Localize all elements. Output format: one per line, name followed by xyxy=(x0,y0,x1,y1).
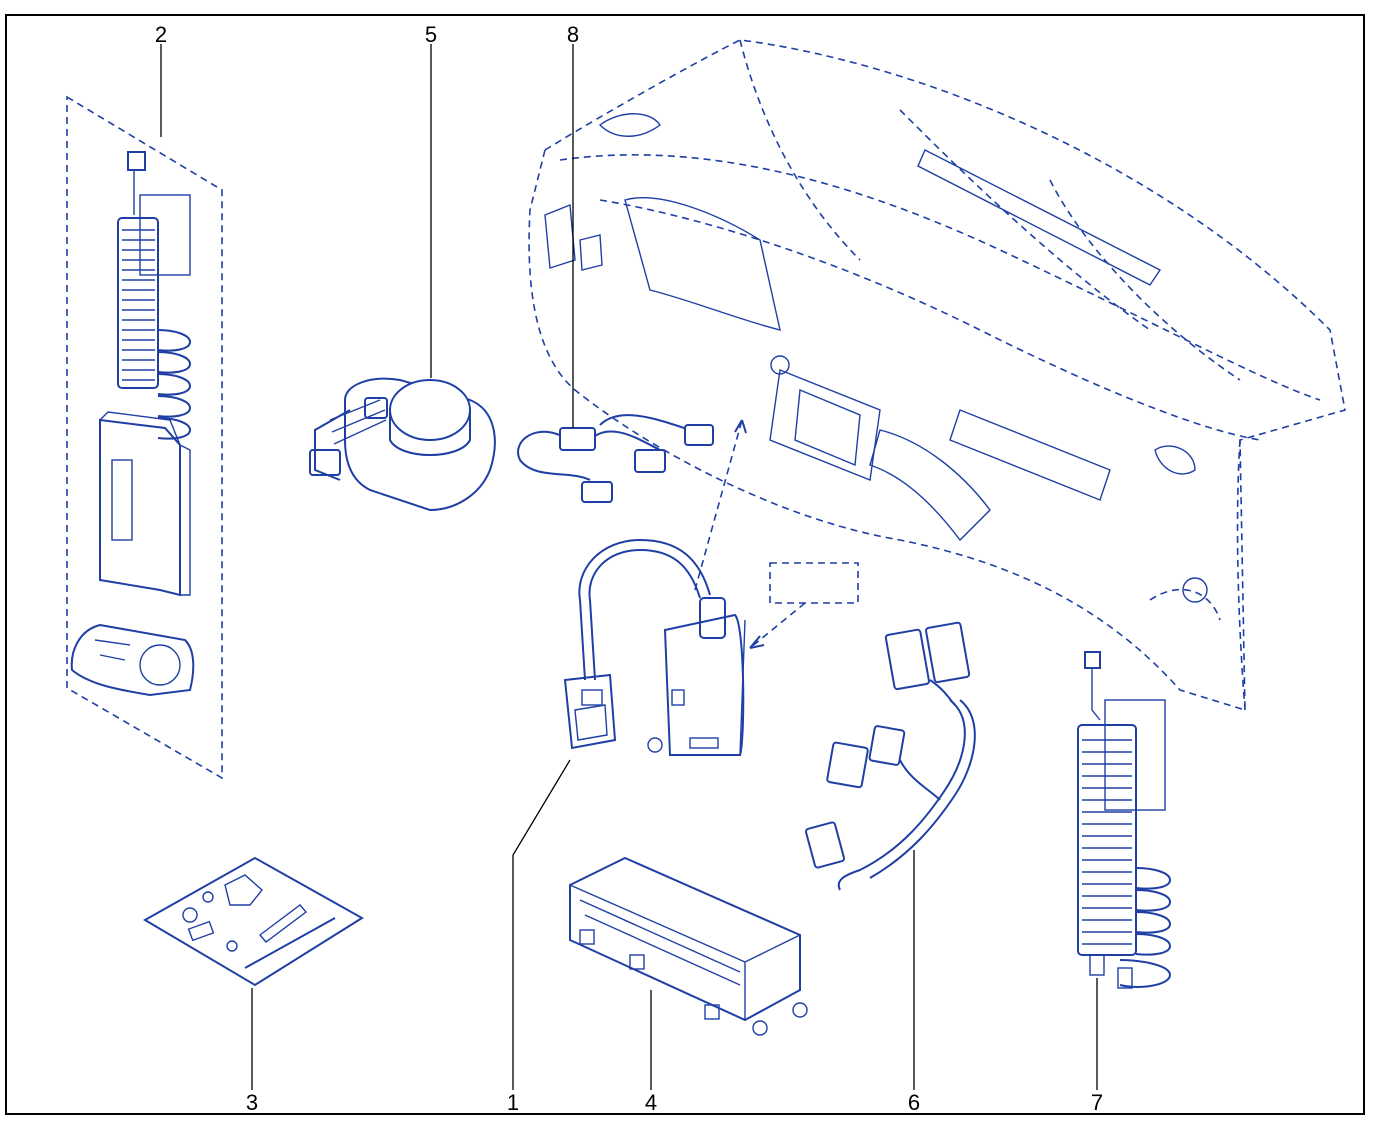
part-5-siren xyxy=(309,377,496,512)
part-2-assembly xyxy=(66,95,223,780)
callout-5: 5 xyxy=(424,22,438,47)
callout-2: 2 xyxy=(154,22,168,47)
callout-8: 8 xyxy=(566,22,580,47)
part-3-kit-bag xyxy=(142,856,364,987)
leader-lines xyxy=(160,44,1098,1090)
callout-3: 3 xyxy=(245,1090,259,1115)
part-6-harness xyxy=(805,621,976,891)
part-4-control-box xyxy=(569,856,808,1036)
part-7-antenna xyxy=(1077,651,1172,989)
part-8-harness xyxy=(517,414,714,503)
callout-6: 6 xyxy=(907,1090,921,1115)
diagram-frame xyxy=(5,14,1365,1115)
callout-1: 1 xyxy=(506,1090,520,1115)
part-1-module xyxy=(563,538,746,756)
callout-4: 4 xyxy=(644,1090,658,1115)
location-indicators xyxy=(694,419,859,649)
dashboard-outline xyxy=(528,39,1346,712)
callout-7: 7 xyxy=(1090,1090,1104,1115)
